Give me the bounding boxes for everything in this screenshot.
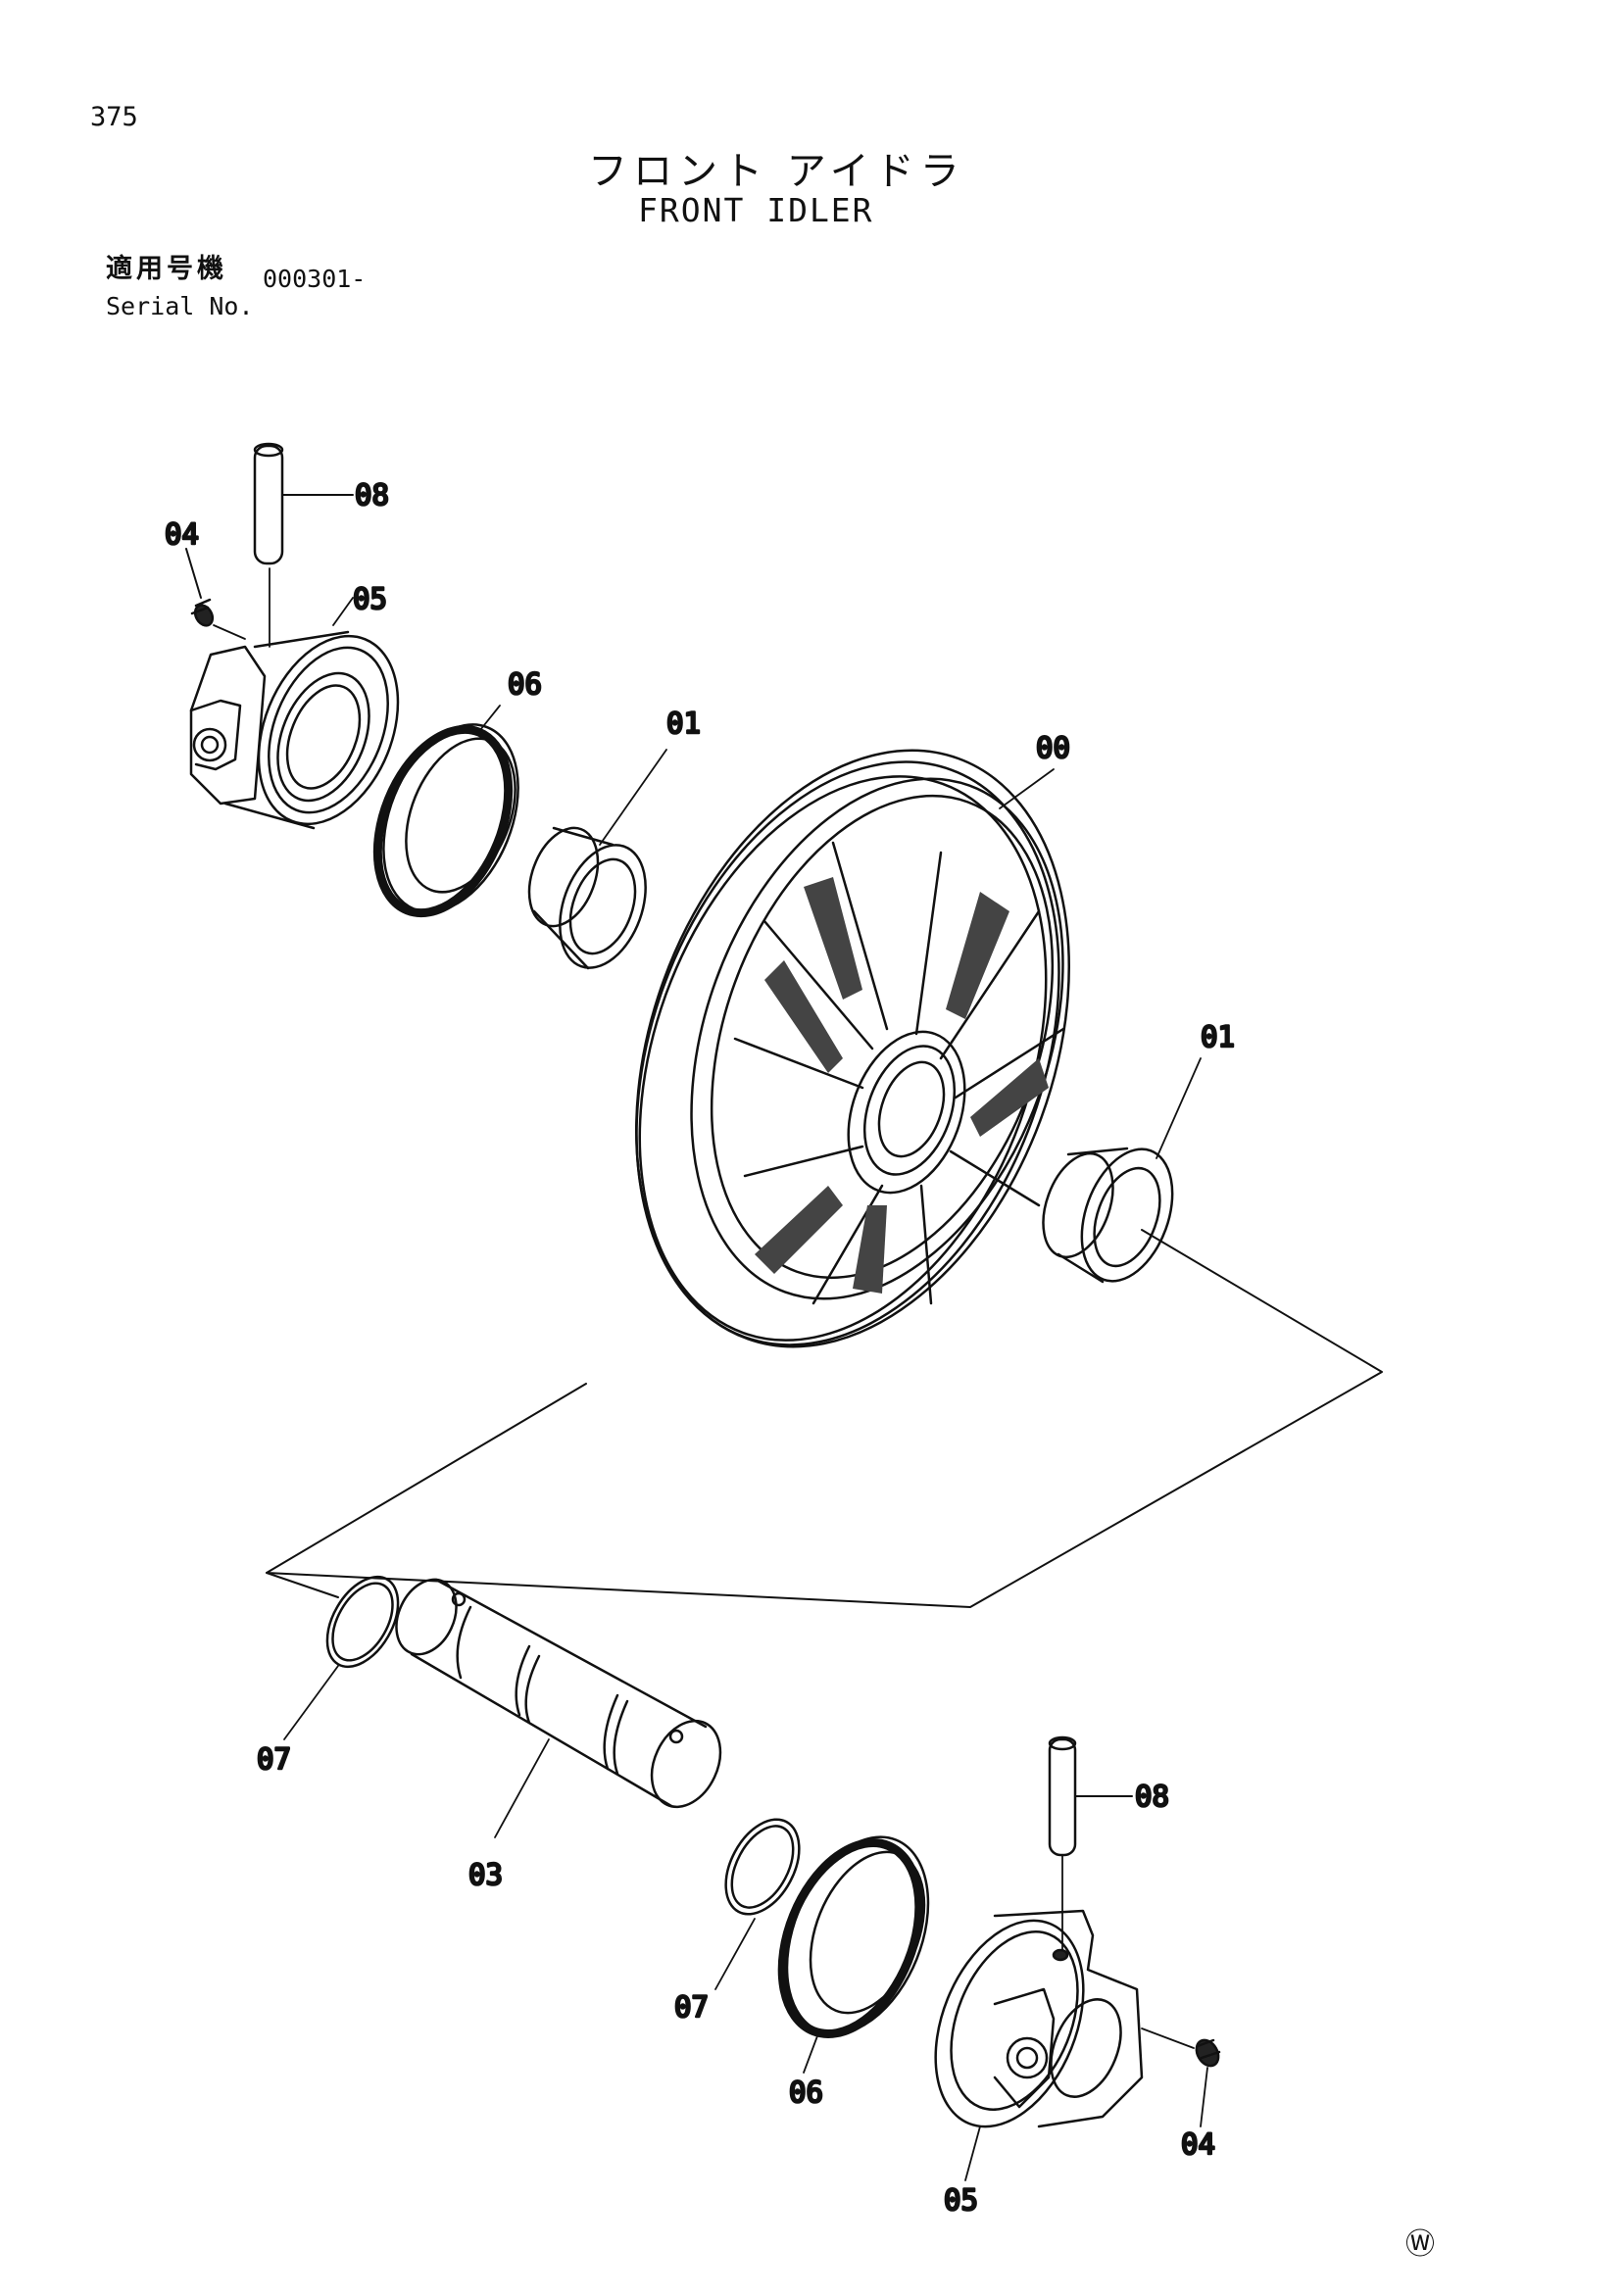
page-title: FRONT IDLER (638, 191, 874, 229)
part-06-seal-bottom (777, 1835, 930, 2074)
serial-label-japanese: 適用号機 (106, 254, 227, 284)
part-00-idler-wheel (635, 749, 1070, 1348)
part-07-oring-left (283, 1575, 400, 1740)
part-06-seal-top (372, 705, 519, 918)
callout-05-top: 05 (353, 582, 387, 615)
part-04-plug-bottom (1141, 2027, 1221, 2127)
part-05-support-top (189, 597, 400, 830)
part-01-bushing-right (1042, 1057, 1202, 1284)
assembly-guide-lines (266, 1229, 1383, 1608)
page-title-japanese: フロント アイドラ (588, 149, 965, 194)
serial-number: 000301- (263, 265, 367, 293)
callout-04-top: 04 (165, 517, 199, 551)
callout-07-left: 07 (257, 1742, 291, 1776)
callout-08-bottom: 08 (1135, 1780, 1169, 1813)
part-07-oring-right (714, 1818, 801, 1990)
callout-05-bottom: 05 (944, 2183, 978, 2217)
callout-00: 00 (1036, 731, 1070, 764)
callout-06-bottom: 06 (789, 2076, 823, 2109)
part-08-pin-top (253, 442, 284, 648)
callout-04-bottom: 04 (1181, 2127, 1215, 2161)
page-number: 375 (90, 102, 138, 132)
part-01-bushing-top (527, 749, 667, 970)
serial-label: Serial No. (106, 292, 254, 320)
watermark-mark: Ⓦ (1405, 2227, 1435, 2262)
callout-03: 03 (468, 1858, 503, 1891)
part-05-support-bottom (934, 1909, 1144, 2181)
callout-06-top: 06 (508, 667, 542, 701)
part-03-shaft (395, 1578, 722, 1838)
part-04-plug-top (190, 598, 246, 640)
callout-07-right: 07 (674, 1990, 709, 2024)
callout-01-top: 01 (666, 707, 701, 740)
callout-01-right: 01 (1201, 1020, 1235, 1053)
part-08-pin-bottom (1048, 1735, 1133, 1951)
callout-08-top: 08 (355, 478, 389, 512)
